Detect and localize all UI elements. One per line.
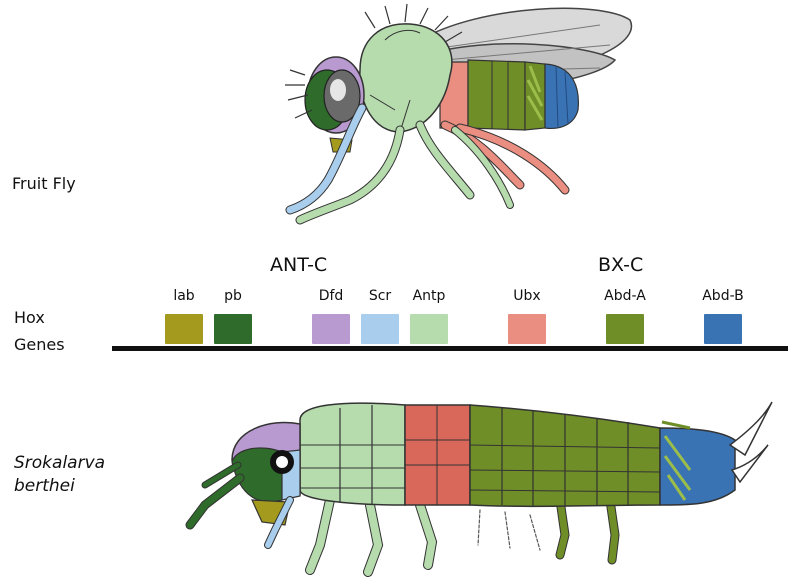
gene-label-abd-b: Abd-B: [693, 288, 753, 304]
fruit-fly-illustration: [285, 4, 631, 220]
fly-thorax: [360, 24, 452, 132]
bx-c-cluster-label: BX-C: [598, 254, 643, 276]
gene-label-abd-a: Abd-A: [595, 288, 655, 304]
hox-label-line1: Hox: [14, 308, 45, 327]
gene-box-antp: [410, 314, 448, 344]
gene-label-ubx: Ubx: [497, 288, 557, 304]
fly-abdomen: [440, 60, 578, 130]
gene-label-antp: Antp: [399, 288, 459, 304]
larva-species-label-line1: Srokalarva: [14, 453, 105, 473]
ant-c-cluster-label: ANT-C: [270, 254, 327, 276]
hox-genome-line: [112, 346, 788, 351]
gene-box-abd-b: [704, 314, 742, 344]
gene-box-dfd: [312, 314, 350, 344]
gene-box-pb: [214, 314, 252, 344]
fruit-fly-label: Fruit Fly: [12, 174, 76, 193]
gene-box-ubx: [508, 314, 546, 344]
gene-label-pb: pb: [203, 288, 263, 304]
larva-legs: [310, 500, 615, 572]
hox-label-line2: Genes: [14, 335, 65, 354]
gene-box-scr: [361, 314, 399, 344]
larva-species-label-line2: berthei: [14, 476, 75, 496]
gene-box-abd-a: [606, 314, 644, 344]
larva-illustration: [190, 402, 772, 572]
gene-box-lab: [165, 314, 203, 344]
